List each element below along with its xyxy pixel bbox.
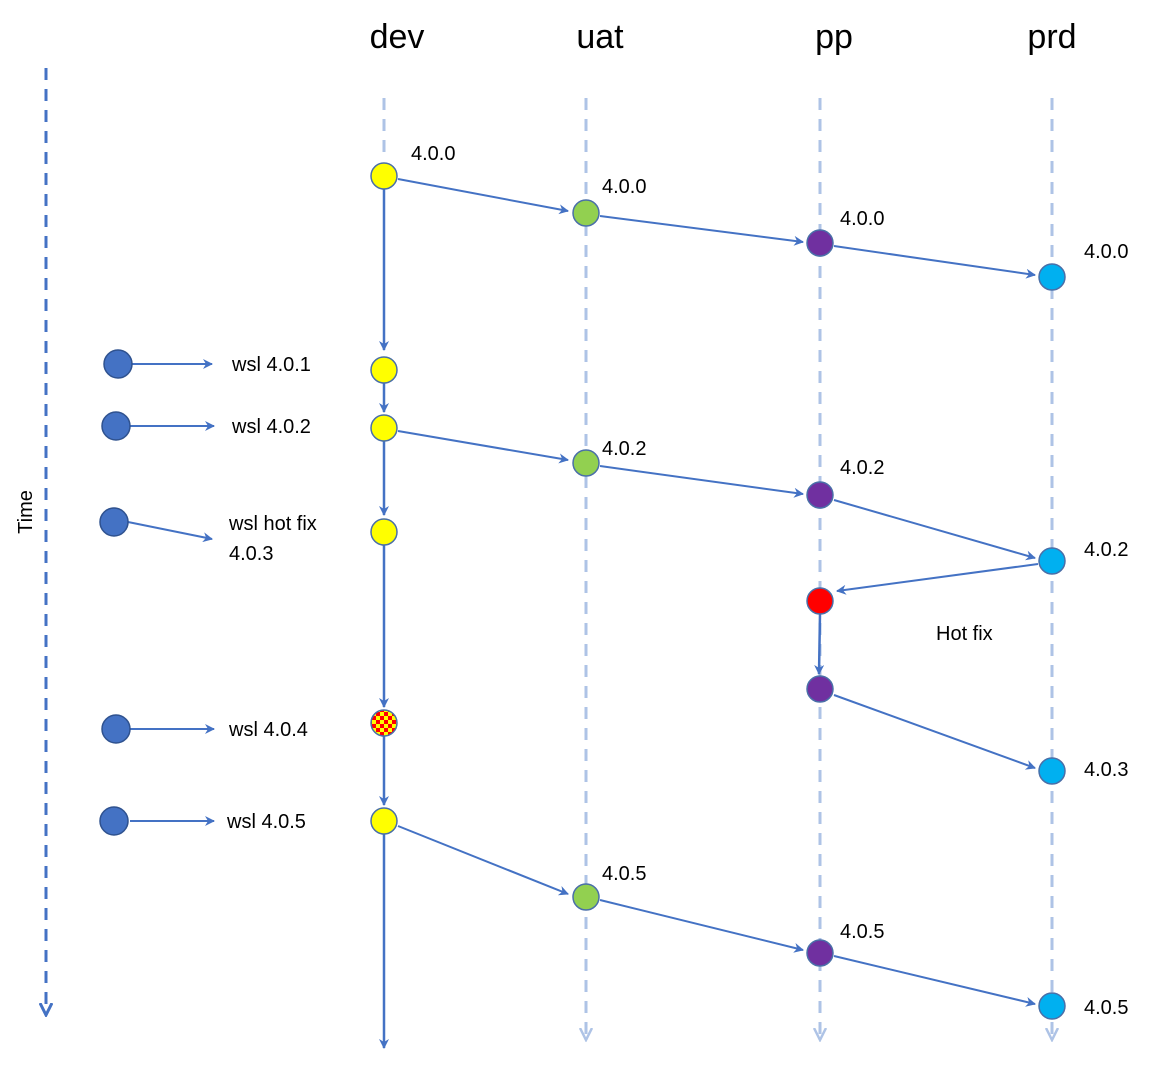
dev-node-4-0-5 [370,807,398,835]
wsl-node-5 [99,806,129,836]
pp-node-4-0-2 [806,481,834,509]
dev-version-label-4-0-0: 4.0.0 [411,143,455,165]
prd-version-label-4-0-0: 4.0.0 [1084,241,1128,263]
env-header-pp: pp [815,18,853,56]
wsl-node-3 [99,507,129,537]
wsl-node-4 [101,714,131,744]
uat-version-label-4-0-5: 4.0.5 [602,863,646,885]
promote-dev-uat-4-0-2 [397,430,569,464]
dev-node-4-0-0 [370,162,398,190]
prd-version-label-4-0-5: 4.0.5 [1084,997,1128,1019]
promote-pp-prd-4-0-0 [833,245,1036,279]
promote-dev-uat-4-0-5 [397,825,569,896]
wsl-arrow-3 [127,521,213,543]
promote-uat-pp-4-0-2 [599,465,804,498]
dev-node-4-0-3 [370,518,398,546]
env-header-dev: dev [370,18,425,56]
prd-version-label-4-0-2: 4.0.2 [1084,539,1128,561]
env-header-uat: uat [576,18,624,56]
wsl-label-1: wsl 4.0.1 [231,354,311,376]
prd-node-4-0-3 [1038,757,1066,785]
prd-node-4-0-2 [1038,547,1066,575]
wsl-label-2: wsl 4.0.2 [231,416,311,438]
uat-version-label-4-0-2: 4.0.2 [602,438,646,460]
dev-node-4-0-1 [370,356,398,384]
hot-fix-label: Hot fix [936,623,993,645]
promote-pp-prd-4-0-2 [833,499,1036,561]
uat-node-4-0-0 [572,199,600,227]
uat-node-4-0-2 [572,449,600,477]
pp-version-label-4-0-0: 4.0.0 [840,208,884,230]
wsl-label-4: wsl 4.0.4 [228,719,308,741]
wsl-node-2 [101,411,131,441]
hotfix-prd-to-pp-arrow [836,563,1039,595]
dev-node-4-0-4-checkered [370,709,398,737]
uat-node-4-0-5 [572,883,600,911]
pp-version-label-4-0-2: 4.0.2 [840,457,884,479]
promote-pp-prd-4-0-5 [833,955,1036,1007]
uat-version-label-4-0-0: 4.0.0 [602,176,646,198]
promote-uat-pp-4-0-0 [599,215,804,246]
time-axis-label: Time [15,490,37,534]
promote-dev-uat-4-0-0 [397,178,569,215]
wsl-label-3-line1: wsl hot fix [228,513,317,535]
pp-version-label-4-0-5: 4.0.5 [840,921,884,943]
dev-node-4-0-2 [370,414,398,442]
wsl-label-5: wsl 4.0.5 [226,811,306,833]
wsl-node-1 [103,349,133,379]
env-header-prd: prd [1027,18,1076,56]
wsl-label-3-line2: 4.0.3 [229,543,273,565]
promote-pp-prd-4-0-3 [833,694,1036,770]
pp-node-4-0-0 [806,229,834,257]
prd-node-4-0-0 [1038,263,1066,291]
hotfix-fix-arrow [814,613,825,675]
prd-node-4-0-5 [1038,992,1066,1020]
pp-node-4-0-3 [806,675,834,703]
pp-node-4-0-5 [806,939,834,967]
prd-version-label-4-0-3: 4.0.3 [1084,759,1128,781]
promote-uat-pp-4-0-5 [599,899,804,953]
pp-hotfix-node [806,587,834,615]
